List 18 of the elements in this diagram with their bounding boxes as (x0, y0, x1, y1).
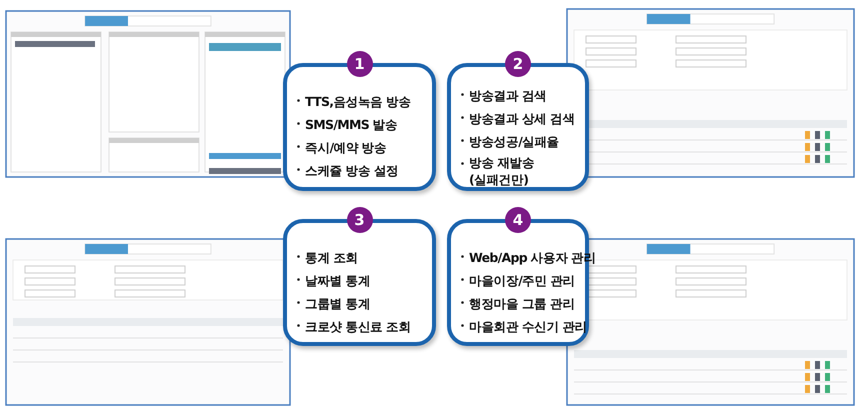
list-item: 방송결과 검색 (469, 87, 546, 104)
list-item: 즉시/예약 방송 (305, 139, 386, 156)
list-item: 날짜별 통계 (305, 272, 370, 289)
list-item: 방송성공/실패율 (469, 133, 559, 150)
list-item: 행정마을 그룹 관리 (469, 295, 575, 312)
list-item: TTS,음성녹음 방송 (305, 93, 411, 110)
list-item: SMS/MMS 발송 (305, 116, 398, 133)
list-item: 스케쥴 방송 설정 (305, 162, 398, 179)
list-item: 그룹별 통계 (305, 295, 370, 312)
list-item: 통계 조회 (305, 249, 358, 266)
list-item: 크로샷 통신료 조회 (305, 318, 411, 335)
number-badge: 3 (346, 207, 372, 233)
list-item: 방송 재발송 (실패건만) (469, 154, 536, 188)
list-item: 방송결과 상세 검색 (469, 110, 575, 127)
number-badge: 1 (346, 51, 372, 77)
list-item: 마을이장/주민 관리 (469, 272, 575, 289)
number-badge: 2 (505, 51, 531, 77)
number-badge: 4 (505, 207, 531, 233)
